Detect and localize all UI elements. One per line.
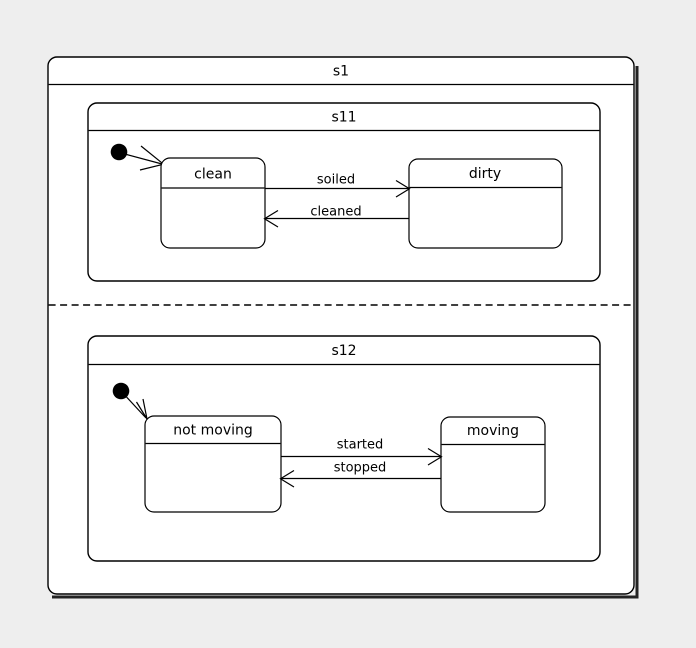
state-s12-border[interactable] [87, 335, 601, 562]
state-moving-background [441, 417, 545, 512]
state-dirty-label: dirty [469, 166, 501, 182]
transition-stopped-arrowhead [279, 469, 295, 488]
initial-transition-line-s12 [126, 396, 147, 419]
initial-state-dot-icon-s11[interactable] [110, 143, 128, 161]
state-s11-title: s11 [331, 110, 356, 126]
state-clean-background [161, 158, 265, 248]
state-clean-border[interactable] [160, 157, 266, 249]
state-not-moving-background [145, 416, 281, 512]
state-s1-border[interactable] [47, 56, 635, 595]
transition-started-arrowhead [427, 447, 443, 466]
state-s11-border[interactable] [87, 102, 601, 282]
state-dirty-border[interactable] [408, 158, 563, 249]
initial-state-dot-icon-s12[interactable] [112, 382, 130, 400]
state-moving-label: moving [467, 423, 519, 439]
state-moving-border[interactable] [440, 416, 546, 513]
state-s1-title: s1 [333, 64, 349, 80]
state-clean-label: clean [194, 167, 232, 183]
transition-started-label: started [337, 438, 384, 453]
transition-stopped-label: stopped [334, 461, 387, 476]
state-dirty-background [409, 159, 562, 248]
transition-cleaned-arrowhead [263, 209, 279, 228]
transition-cleaned-label: cleaned [310, 205, 361, 220]
state-s12-title: s12 [331, 343, 356, 359]
transition-soiled-arrowhead [395, 179, 411, 198]
state-not-moving-border[interactable] [144, 415, 282, 513]
transition-soiled-label: soiled [317, 173, 355, 188]
initial-transition-line-s11 [126, 153, 163, 165]
outer-state-shadow [52, 66, 639, 599]
state-not-moving-label: not moving [173, 423, 253, 439]
